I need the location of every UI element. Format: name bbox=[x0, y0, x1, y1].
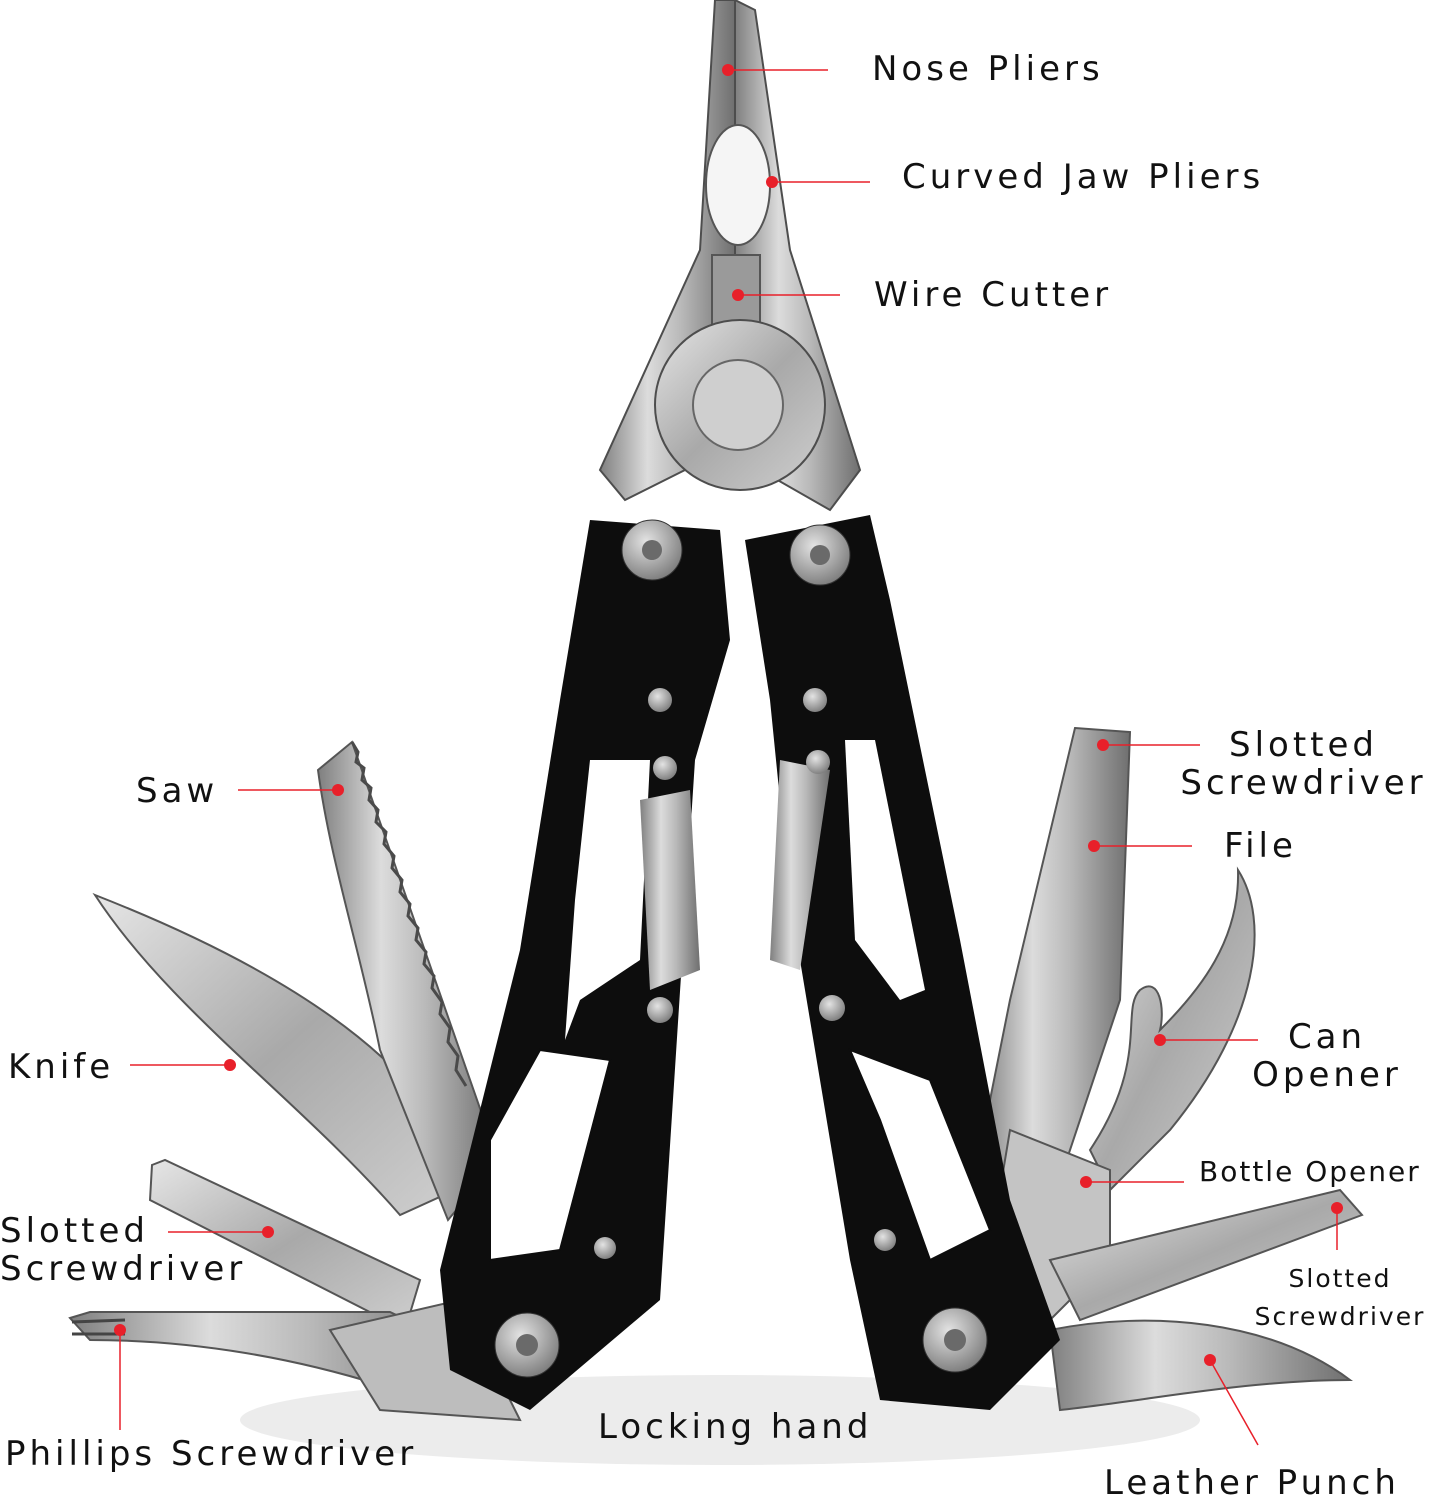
label-nose-pliers: Nose Pliers bbox=[872, 49, 1104, 89]
right-handle-insert bbox=[770, 760, 830, 970]
left-handle-insert bbox=[640, 790, 700, 990]
marker-curved-jaw bbox=[766, 176, 778, 188]
label-file: File bbox=[1224, 826, 1297, 866]
leather-punch bbox=[1048, 1319, 1354, 1412]
label-line: Can bbox=[1287, 1017, 1367, 1057]
knife-blade bbox=[92, 892, 457, 1217]
left-handle bbox=[440, 519, 730, 1410]
marker-file bbox=[1088, 840, 1100, 852]
callout-lines bbox=[119, 69, 1338, 1446]
label-line: Screwdriver bbox=[1180, 763, 1427, 803]
label-can-opener: Can Opener bbox=[1252, 1018, 1402, 1094]
marker-leather-punch bbox=[1204, 1354, 1216, 1366]
marker-left-slotted bbox=[262, 1226, 274, 1238]
label-small-slotted-screwdriver: Slotted Screwdriver bbox=[1245, 1260, 1435, 1336]
right-handle-cutout-lower bbox=[848, 1048, 992, 1262]
marker-knife bbox=[224, 1059, 236, 1071]
label-locking-hand: Locking hand bbox=[598, 1407, 873, 1447]
label-wire-cutter: Wire Cutter bbox=[874, 275, 1113, 315]
marker-nose-pliers bbox=[722, 64, 734, 76]
label-top-slotted-screwdriver: Slotted Screwdriver bbox=[1176, 726, 1431, 802]
label-line: Opener bbox=[1252, 1055, 1402, 1095]
marker-wire-cutter bbox=[732, 289, 744, 301]
marker-can-opener bbox=[1154, 1034, 1166, 1046]
saw-blade bbox=[316, 740, 500, 1222]
callout-markers bbox=[114, 64, 1343, 1366]
label-saw: Saw bbox=[136, 771, 219, 811]
label-line: Screwdriver bbox=[1254, 1302, 1426, 1331]
can-opener bbox=[1088, 866, 1256, 1192]
marker-top-slotted bbox=[1097, 739, 1109, 751]
left-handle-cutout-lower bbox=[489, 1048, 612, 1262]
label-line: Screwdriver bbox=[0, 1249, 247, 1289]
left-handle-cutout bbox=[565, 760, 650, 1040]
label-knife: Knife bbox=[8, 1047, 115, 1087]
label-left-slotted-screwdriver: Slotted Screwdriver bbox=[0, 1212, 246, 1288]
marker-saw bbox=[332, 784, 344, 796]
right-handle bbox=[745, 515, 1060, 1410]
marker-phillips bbox=[114, 1324, 126, 1336]
label-line: Slotted bbox=[1229, 725, 1378, 765]
marker-small-slotted bbox=[1331, 1202, 1343, 1214]
curved-jaw-opening bbox=[705, 124, 771, 246]
label-bottle-opener: Bottle Opener bbox=[1199, 1155, 1421, 1188]
label-curved-jaw-pliers: Curved Jaw Pliers bbox=[902, 157, 1265, 197]
right-slotted-screwdriver-blade bbox=[1048, 1188, 1364, 1322]
label-line: Slotted bbox=[1288, 1264, 1392, 1293]
pivot-bolt bbox=[692, 359, 784, 451]
label-leather-punch: Leather Punch bbox=[1104, 1463, 1400, 1500]
label-line: Slotted bbox=[0, 1211, 149, 1251]
marker-bottle-opener bbox=[1080, 1176, 1092, 1188]
pliers-head bbox=[598, 0, 862, 512]
label-phillips-screwdriver: Phillips Screwdriver bbox=[5, 1434, 418, 1474]
right-handle-cutout bbox=[845, 740, 925, 1000]
left-slotted-screwdriver-blade bbox=[148, 1158, 422, 1332]
saw-teeth bbox=[350, 741, 468, 1087]
left-tools bbox=[68, 740, 522, 1422]
